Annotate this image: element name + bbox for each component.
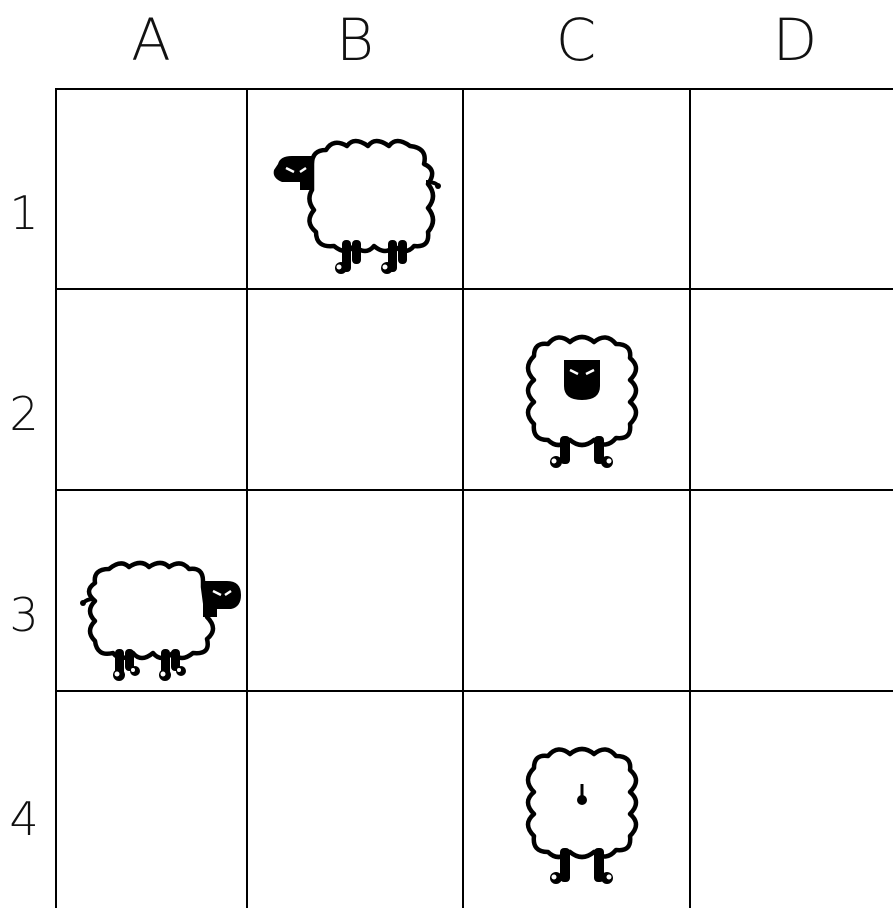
row-label-1: 1 bbox=[2, 188, 46, 238]
column-label-d: D bbox=[755, 8, 835, 72]
cell-a2[interactable] bbox=[57, 290, 246, 489]
column-label-c: C bbox=[536, 8, 616, 72]
cell-c1[interactable] bbox=[464, 90, 689, 288]
row-label-4: 4 bbox=[2, 794, 46, 844]
row-label-3: 3 bbox=[2, 590, 46, 640]
game-board bbox=[55, 88, 893, 908]
cell-c4[interactable] bbox=[464, 692, 689, 908]
row-label-2: 2 bbox=[2, 389, 46, 439]
cell-b1[interactable] bbox=[248, 90, 462, 288]
cell-a3[interactable] bbox=[57, 491, 246, 690]
sheep-front-icon[interactable] bbox=[464, 290, 689, 489]
cell-d4[interactable] bbox=[691, 692, 893, 908]
sheep-back-icon[interactable] bbox=[464, 692, 689, 908]
cell-d3[interactable] bbox=[691, 491, 893, 690]
cell-d1[interactable] bbox=[691, 90, 893, 288]
cell-c3[interactable] bbox=[464, 491, 689, 690]
cell-b2[interactable] bbox=[248, 290, 462, 489]
cell-a1[interactable] bbox=[57, 90, 246, 288]
cell-b4[interactable] bbox=[248, 692, 462, 908]
cell-a4[interactable] bbox=[57, 692, 246, 908]
sheep-left-icon[interactable] bbox=[248, 90, 462, 288]
cell-b3[interactable] bbox=[248, 491, 462, 690]
sheep-right-icon[interactable] bbox=[57, 491, 246, 690]
column-label-b: B bbox=[315, 8, 395, 72]
cell-d2[interactable] bbox=[691, 290, 893, 489]
cell-c2[interactable] bbox=[464, 290, 689, 489]
column-label-a: A bbox=[111, 8, 191, 72]
